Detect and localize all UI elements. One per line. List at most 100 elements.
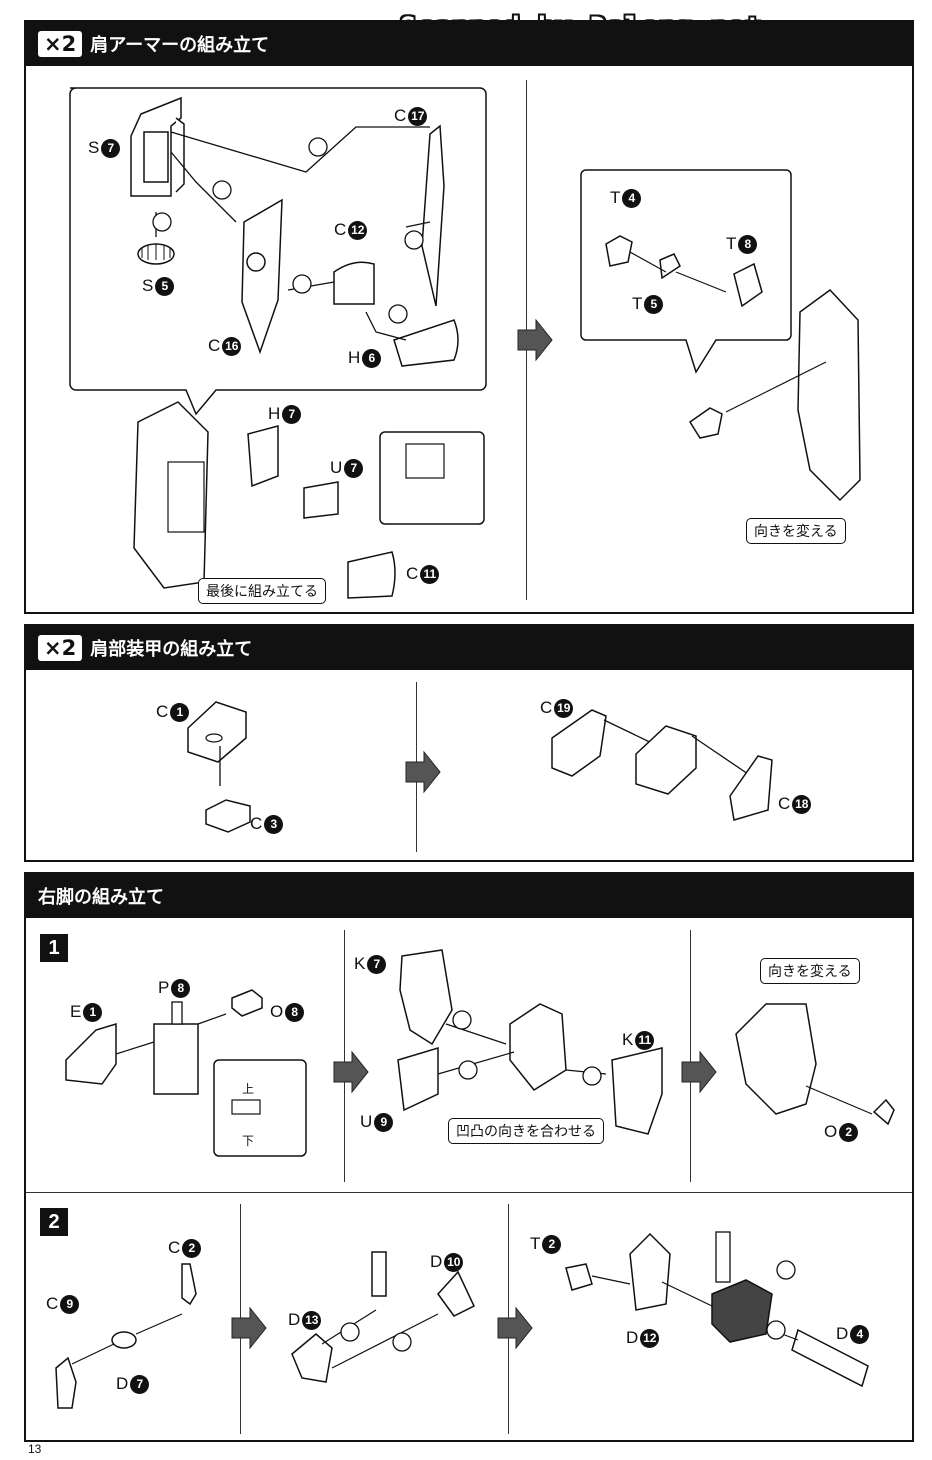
part-number: 2 [839,1122,859,1142]
part-c2-drawing [181,1263,197,1306]
part-o8-drawing [231,989,263,1017]
part-u9-drawing [397,1046,439,1112]
assembled-leg-drawing [735,1003,817,1115]
part-letter: K [354,954,366,973]
part-letter: C [250,814,263,833]
part-letter: C [406,564,419,583]
part-number: 19 [554,698,574,718]
part-k7-drawing [399,949,453,1046]
part-letter: C [208,336,221,355]
part-number: 12 [348,220,368,240]
part-letter: D [288,1310,301,1329]
part-o2-drawing [872,1098,895,1126]
right-leg-diagram [55,949,895,1409]
part-letter: O [824,1122,838,1141]
part-number: 6 [362,348,382,368]
part-t2-drawing [565,1263,593,1291]
step-divider [26,1192,912,1193]
note-align-bumps: 凹凸の向きを合わせる [448,1118,604,1144]
note-change-direction-leg: 向きを変える [760,958,860,984]
part-number: 4 [850,1324,870,1344]
part-c1-drawing [187,701,247,763]
multiplier-badge: ×2 [38,31,83,57]
label-bottom: 下 [242,1134,255,1148]
part-letter: T [530,1234,541,1253]
part-s7-drawing [130,96,185,197]
page-number: 13 [28,1442,42,1456]
part-knee-drawing [711,1279,773,1343]
part-number: 7 [282,404,302,424]
part-letter: O [270,1002,284,1021]
part-number: 13 [302,1310,322,1330]
part-letter: E [70,1002,82,1021]
part-letter: C [168,1238,181,1257]
part-letter: S [142,276,154,295]
part-c17-drawing [421,124,445,307]
part-c18-drawing [729,755,773,821]
part-t5-drawing [659,253,681,280]
part-e1-drawing [65,1022,117,1085]
part-letter: T [726,234,737,253]
multiplier-badge: ×2 [38,635,83,661]
part-letter: C [778,794,791,813]
step-number-1: 1 [40,934,68,962]
part-letter: C [394,106,407,125]
part-c12-drawing [333,261,375,305]
label-top: 上 [242,1082,255,1096]
part-number: 7 [130,1374,150,1394]
part-d4-drawing [791,1328,869,1388]
section-title: 右脚の組み立て [38,887,164,908]
part-letter: P [158,978,170,997]
part-letter: S [88,138,100,157]
section-header: ×2 肩アーマーの組み立て [26,22,912,66]
part-h6-drawing [393,319,459,367]
part-number: 8 [738,234,758,254]
part-number: 7 [101,138,121,158]
part-letter: D [836,1324,849,1343]
part-d13-drawing [291,1333,333,1383]
part-c3-drawing [205,799,251,833]
part-letter: C [540,698,553,717]
part-c16-drawing [241,198,283,355]
part-letter: H [348,348,361,367]
part-letter: D [116,1374,129,1393]
part-number: 17 [408,106,428,126]
part-number: 1 [170,702,190,722]
part-c19-drawing [551,709,607,777]
note-assemble-last: 最後に組み立てる [198,578,326,604]
part-k11-drawing [611,1047,663,1135]
part-t4-drawing [605,235,633,267]
part-letter: C [334,220,347,239]
part-number: 9 [374,1112,394,1132]
part-number: 18 [792,794,812,814]
part-number: 2 [182,1238,202,1258]
part-number: 8 [171,978,191,998]
part-letter: U [330,458,343,477]
part-c1-assembled [635,725,697,795]
part-number: 3 [264,814,284,834]
part-p8-drawing [153,1023,199,1095]
part-number: 5 [155,276,175,296]
